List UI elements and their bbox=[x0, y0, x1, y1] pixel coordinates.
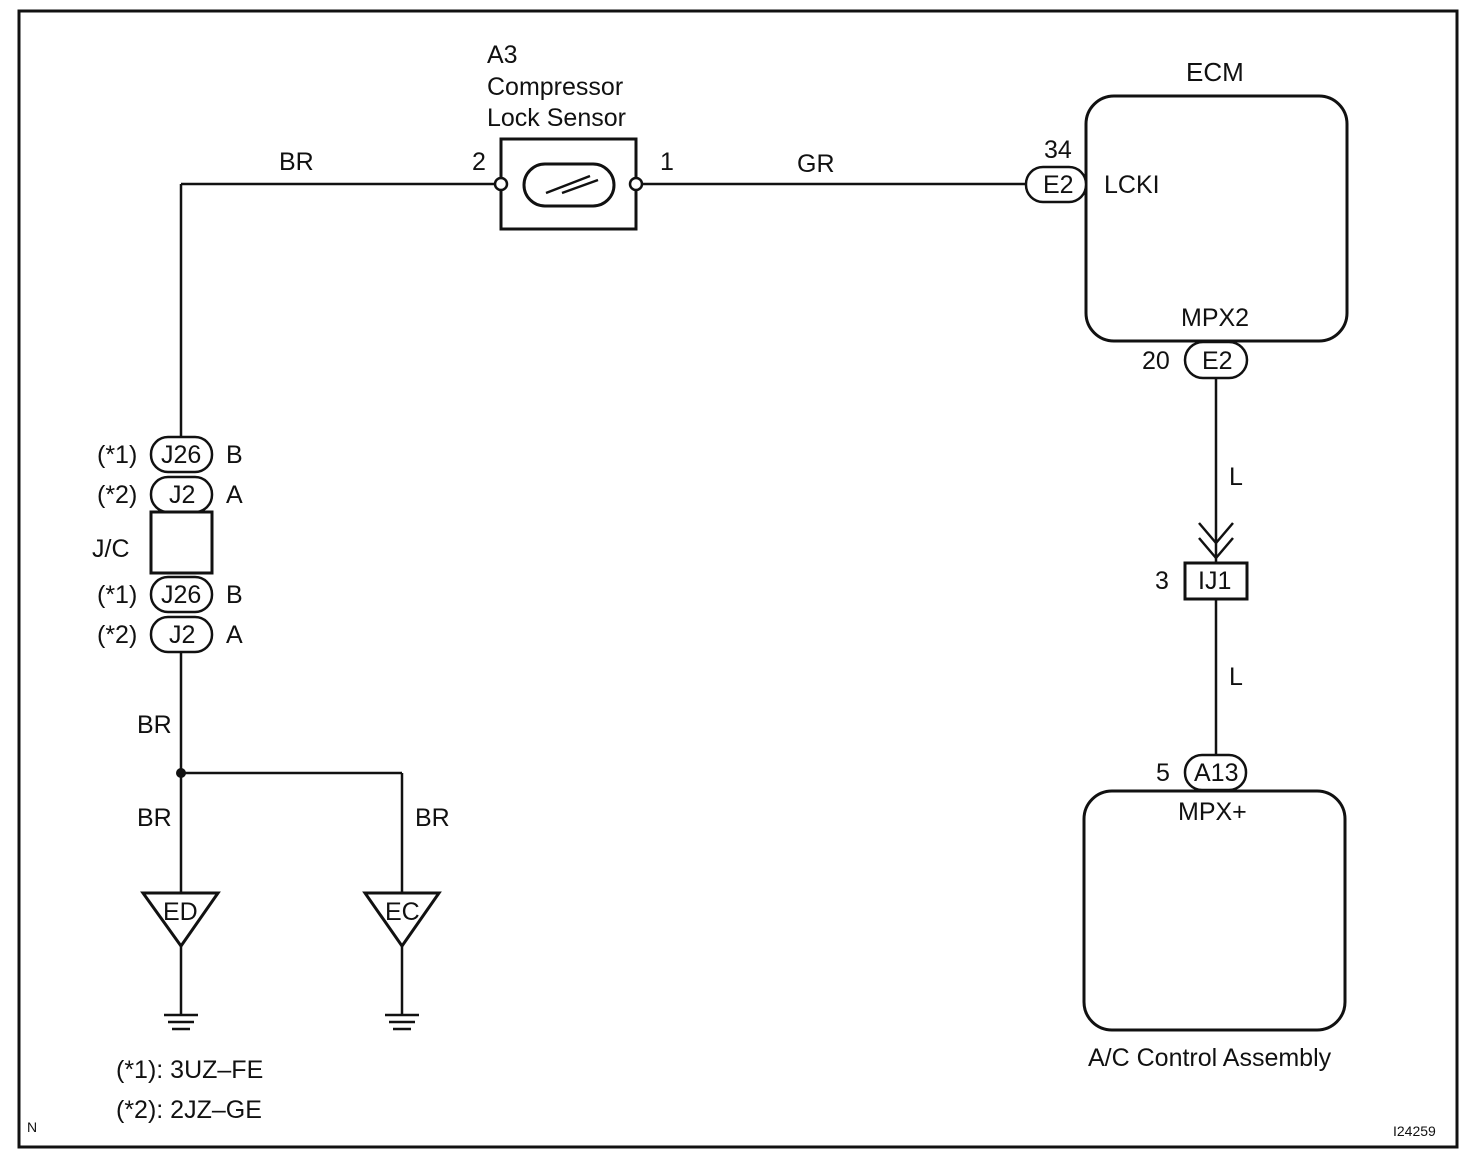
ecm-pin-mpx2: 20 bbox=[1142, 347, 1170, 375]
ground-point-ed bbox=[140, 891, 221, 949]
note-2: (*2): 2JZ–GE bbox=[116, 1096, 262, 1124]
sensor-code: A3 bbox=[487, 41, 518, 69]
ac-control-box bbox=[1082, 789, 1347, 1032]
junction-conn: IJ1 bbox=[1198, 567, 1231, 595]
wire-label-l-lower: L bbox=[1229, 663, 1243, 691]
connector-arrow-icon bbox=[1198, 522, 1234, 545]
jc-top2-conn: J2 bbox=[169, 481, 195, 509]
jc-top1-note: (*1) bbox=[97, 441, 137, 469]
jc-top2-note: (*2) bbox=[97, 481, 137, 509]
ecm-conn-lcki: E2 bbox=[1043, 171, 1074, 199]
jc-bot2-conn: J2 bbox=[169, 621, 195, 649]
ground-label-ec: EC bbox=[385, 898, 420, 926]
ground-label-ed: ED bbox=[163, 898, 198, 926]
jc-label: J/C bbox=[92, 535, 130, 563]
ground-icon bbox=[164, 1013, 198, 1031]
jc-top1-pin: B bbox=[226, 441, 243, 469]
jc-bot1-pin: B bbox=[226, 581, 243, 609]
ecm-title: ECM bbox=[1186, 57, 1244, 87]
ecm-conn-mpx2: E2 bbox=[1202, 347, 1233, 375]
ground-icon bbox=[385, 1013, 419, 1031]
ac-conn: A13 bbox=[1194, 759, 1238, 787]
wire-label-br-left: BR bbox=[137, 804, 172, 832]
corner-mark-left: N bbox=[27, 1119, 37, 1135]
wire-label-br-mid: BR bbox=[137, 711, 172, 739]
ac-title: A/C Control Assembly bbox=[1088, 1044, 1332, 1072]
wire-label-br-right: BR bbox=[415, 804, 450, 832]
ecm-pin-lcki: 34 bbox=[1044, 136, 1072, 164]
ac-pin: 5 bbox=[1156, 759, 1170, 787]
jc-conn-bot1 bbox=[149, 575, 214, 614]
wire-label-gr: GR bbox=[797, 150, 835, 178]
wire-label-l-upper: L bbox=[1229, 463, 1243, 491]
ground-point-ec bbox=[362, 891, 442, 949]
jc-bot2-note: (*2) bbox=[97, 621, 137, 649]
jc-bot1-note: (*1) bbox=[97, 581, 137, 609]
note-1: (*1): 3UZ–FE bbox=[116, 1056, 263, 1084]
diagram-frame bbox=[17, 9, 1459, 1149]
figure-id: I24259 bbox=[1393, 1123, 1436, 1139]
ecm-signal-lcki: LCKI bbox=[1104, 171, 1160, 199]
ac-signal-mpx: MPX+ bbox=[1178, 798, 1247, 826]
junction-pin: 3 bbox=[1155, 567, 1169, 595]
jc-bot2-pin: A bbox=[226, 621, 243, 649]
ecm-signal-mpx2: MPX2 bbox=[1181, 304, 1249, 332]
jc-box bbox=[149, 510, 214, 575]
jc-top1-conn: J26 bbox=[161, 441, 201, 469]
jc-conn-top1 bbox=[149, 435, 214, 474]
sensor-name-line2: Lock Sensor bbox=[487, 104, 626, 132]
ecm-connector-lcki bbox=[1024, 165, 1088, 204]
compressor-lock-sensor bbox=[493, 137, 644, 231]
jc-top2-pin: A bbox=[226, 481, 243, 509]
sensor-pin-left: 2 bbox=[472, 148, 486, 176]
wire-label-br-top: BR bbox=[279, 148, 314, 176]
sensor-name-line1: Compressor bbox=[487, 73, 623, 101]
sensor-pin-right: 1 bbox=[660, 148, 674, 176]
jc-bot1-conn: J26 bbox=[161, 581, 201, 609]
